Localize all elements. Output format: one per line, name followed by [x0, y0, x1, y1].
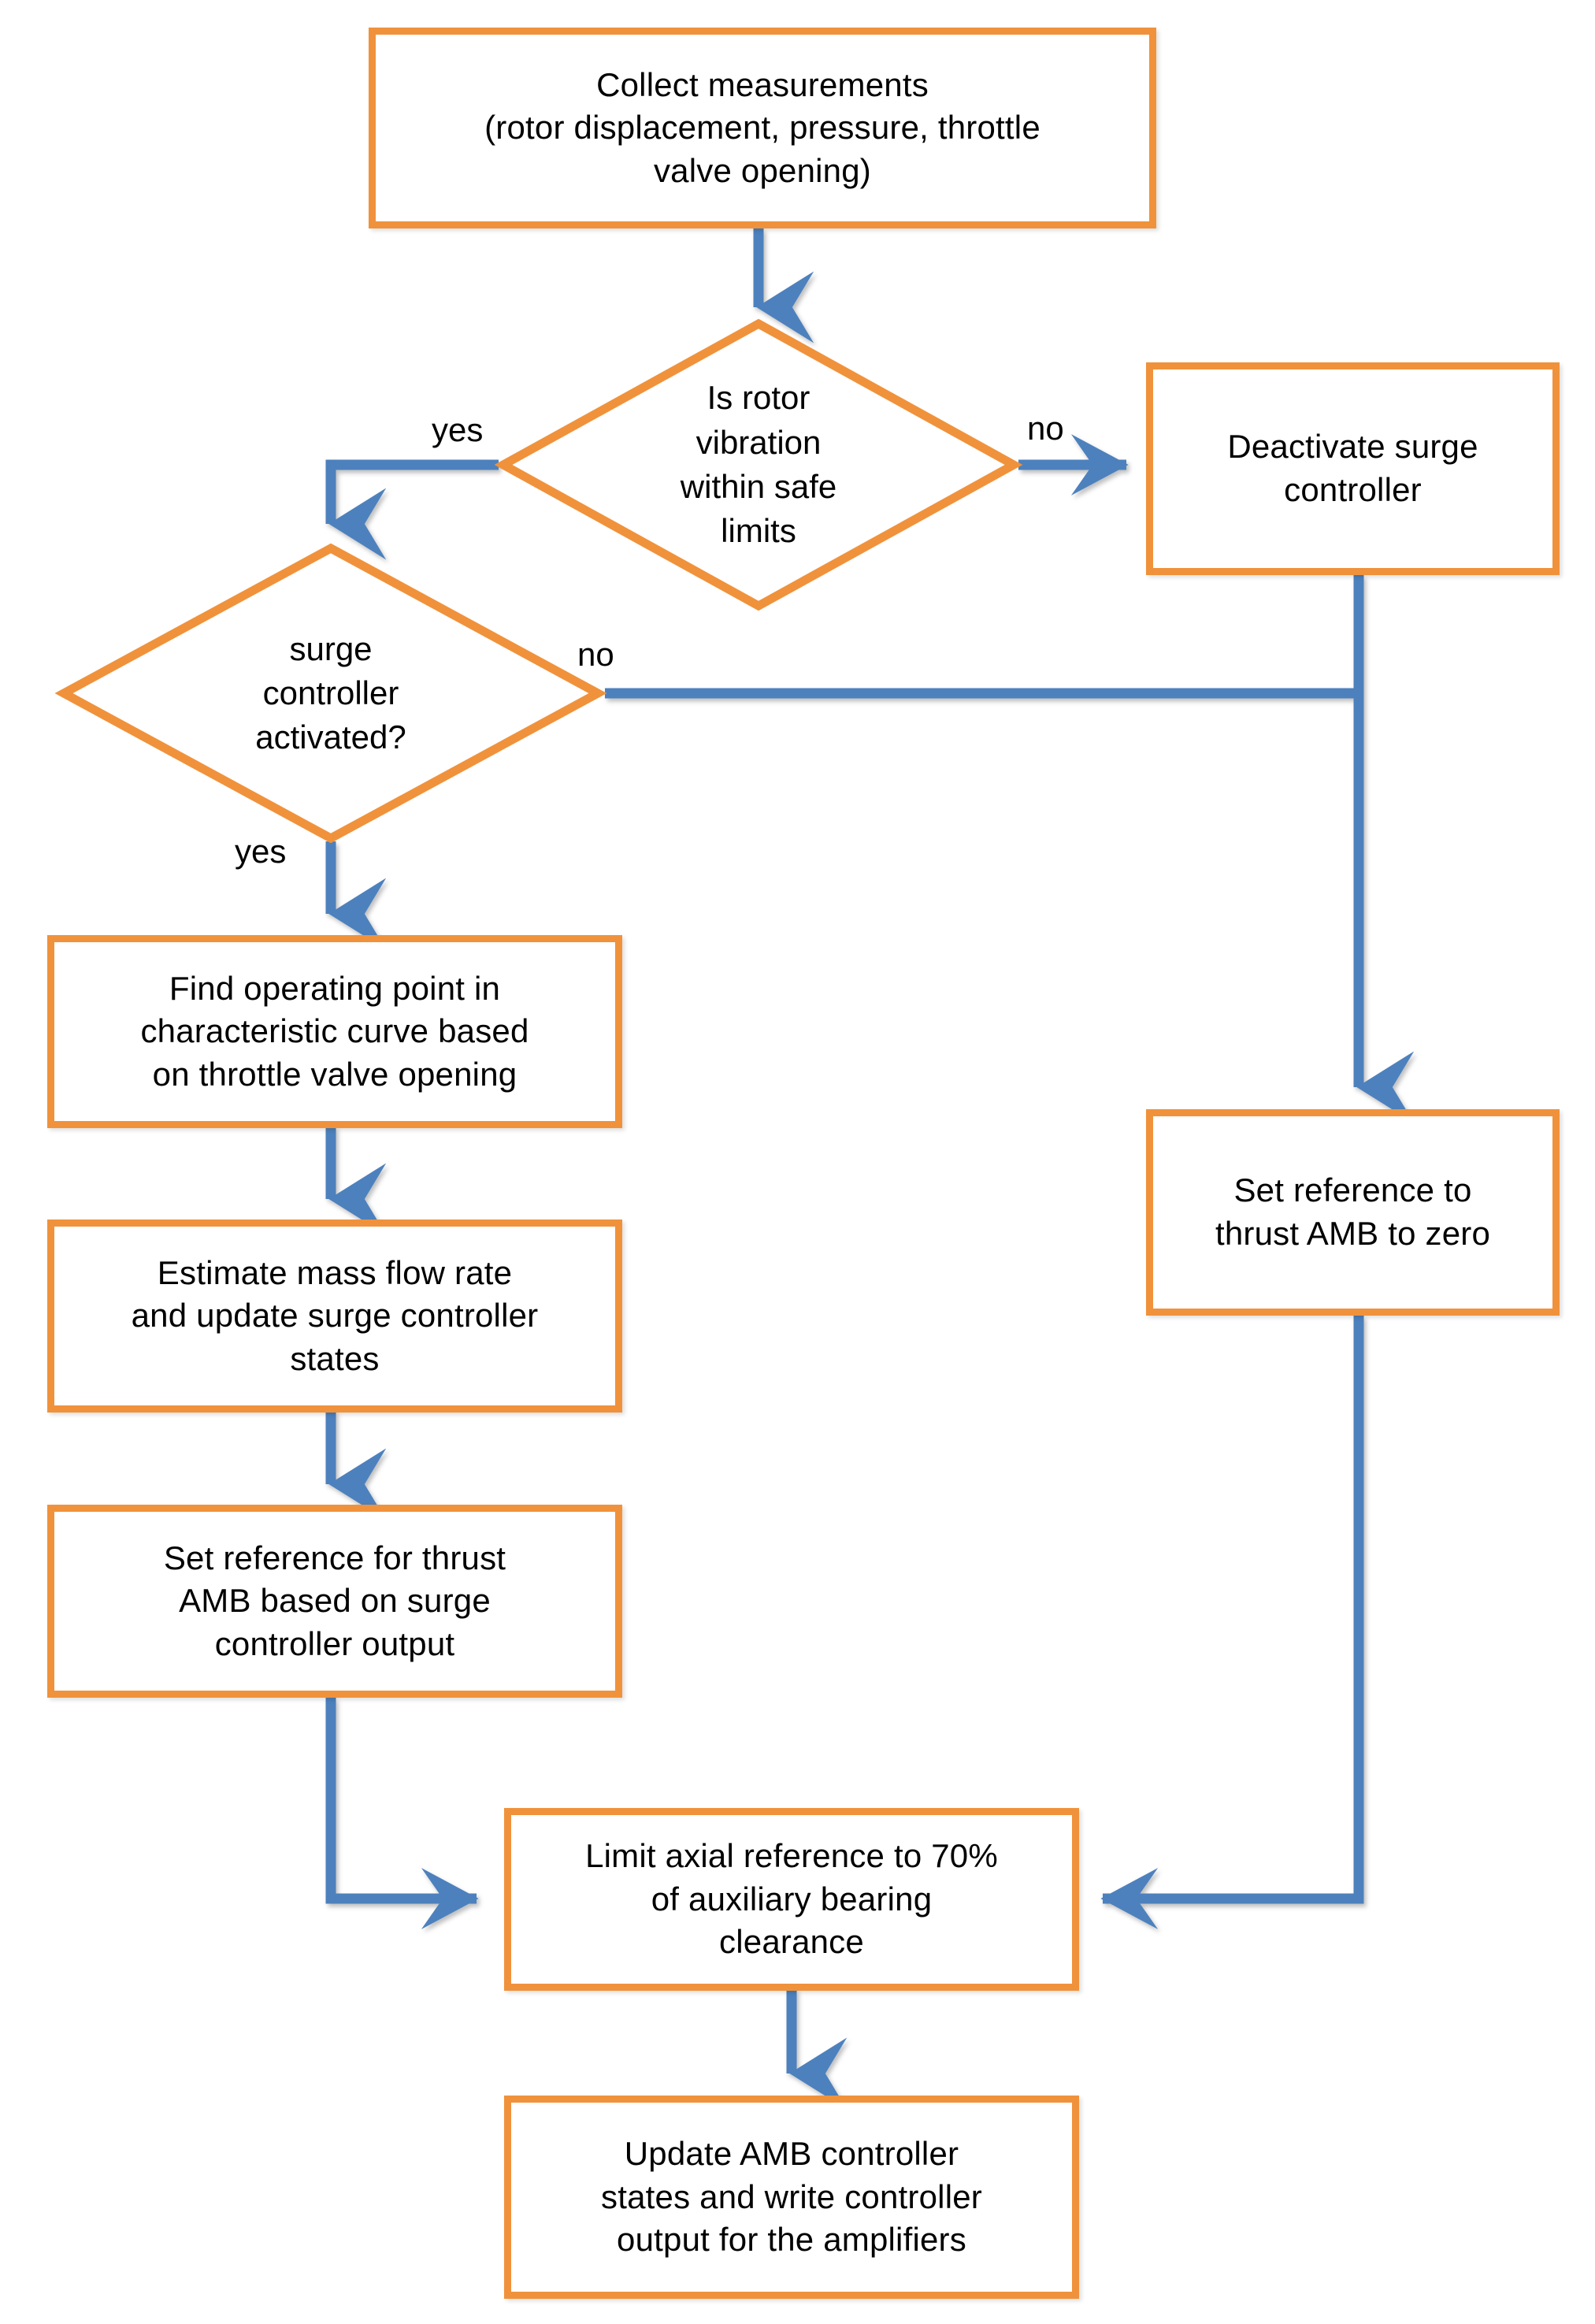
- node-text-line: (rotor displacement, pressure, throttle: [484, 109, 1040, 147]
- node-estimate-mass-flow[interactable]: Estimate mass flow rate and update surge…: [47, 1220, 622, 1413]
- node-text-line: Set reference to: [1233, 1171, 1472, 1209]
- diamond-shape: [54, 543, 607, 844]
- node-find-operating-point[interactable]: Find operating point in characteristic c…: [47, 935, 622, 1128]
- edge-vibration-yes-to-surge: [325, 459, 499, 560]
- node-text-line: output for the amplifiers: [617, 2221, 966, 2259]
- edge-label-vibration-no: no: [1027, 410, 1064, 447]
- node-text-line: clearance: [719, 1923, 864, 1961]
- edge-setzero-to-limit: [1100, 1316, 1364, 1929]
- node-text-line: AMB based on surge: [179, 1582, 491, 1620]
- node-deactivate-surge-controller-text: Deactivate surge controller: [1213, 425, 1492, 511]
- node-text-line: Limit axial reference to 70%: [585, 1837, 998, 1875]
- node-update-amb-controller-text: Update AMB controller states and write c…: [587, 2133, 996, 2262]
- edge-label-surge-yes: yes: [235, 833, 287, 870]
- node-text-line: Find operating point in: [169, 969, 501, 1007]
- diamond-shape: [494, 318, 1023, 611]
- node-find-operating-point-text: Find operating point in characteristic c…: [126, 967, 543, 1097]
- node-text-line: Set reference for thrust: [163, 1539, 506, 1576]
- node-text-line: states and write controller: [601, 2177, 982, 2215]
- node-text-line: on throttle valve opening: [152, 1055, 517, 1093]
- node-text-line: controller output: [214, 1624, 455, 1662]
- edge-label-vibration-yes: yes: [432, 411, 484, 448]
- node-text-line: Deactivate surge: [1227, 428, 1478, 466]
- edge-setref-to-limit: [325, 1698, 479, 1929]
- node-deactivate-surge-controller[interactable]: Deactivate surge controller: [1146, 362, 1560, 575]
- node-set-reference-thrust-amb-text: Set reference for thrust AMB based on su…: [150, 1537, 520, 1666]
- node-set-reference-thrust-amb[interactable]: Set reference for thrust AMB based on su…: [47, 1505, 622, 1698]
- node-surge-controller-activated[interactable]: surge controller activated?: [54, 543, 607, 844]
- node-text-line: Collect measurements: [596, 65, 929, 103]
- node-text-line: valve opening): [653, 151, 871, 189]
- node-set-reference-zero-text: Set reference to thrust AMB to zero: [1201, 1169, 1504, 1255]
- node-limit-axial-reference[interactable]: Limit axial reference to 70% of auxiliar…: [504, 1808, 1079, 1991]
- node-collect-measurements-text: Collect measurements (rotor displacement…: [470, 64, 1055, 193]
- node-estimate-mass-flow-text: Estimate mass flow rate and update surge…: [117, 1252, 553, 1381]
- node-text-line: thrust AMB to zero: [1215, 1215, 1491, 1252]
- node-text-line: controller: [1284, 471, 1422, 508]
- edge-label-surge-no: no: [577, 636, 614, 673]
- node-text-line: of auxiliary bearing: [651, 1880, 933, 1917]
- node-update-amb-controller[interactable]: Update AMB controller states and write c…: [504, 2096, 1079, 2299]
- node-text-line: and update surge controller: [131, 1297, 539, 1335]
- node-text-line: Update AMB controller: [624, 2135, 959, 2173]
- node-set-reference-zero[interactable]: Set reference to thrust AMB to zero: [1146, 1109, 1560, 1316]
- node-text-line: Estimate mass flow rate: [157, 1253, 513, 1291]
- node-text-line: characteristic curve based: [140, 1012, 529, 1050]
- node-limit-axial-reference-text: Limit axial reference to 70% of auxiliar…: [571, 1835, 1012, 1964]
- node-text-line: states: [290, 1339, 380, 1377]
- node-collect-measurements[interactable]: Collect measurements (rotor displacement…: [369, 28, 1156, 228]
